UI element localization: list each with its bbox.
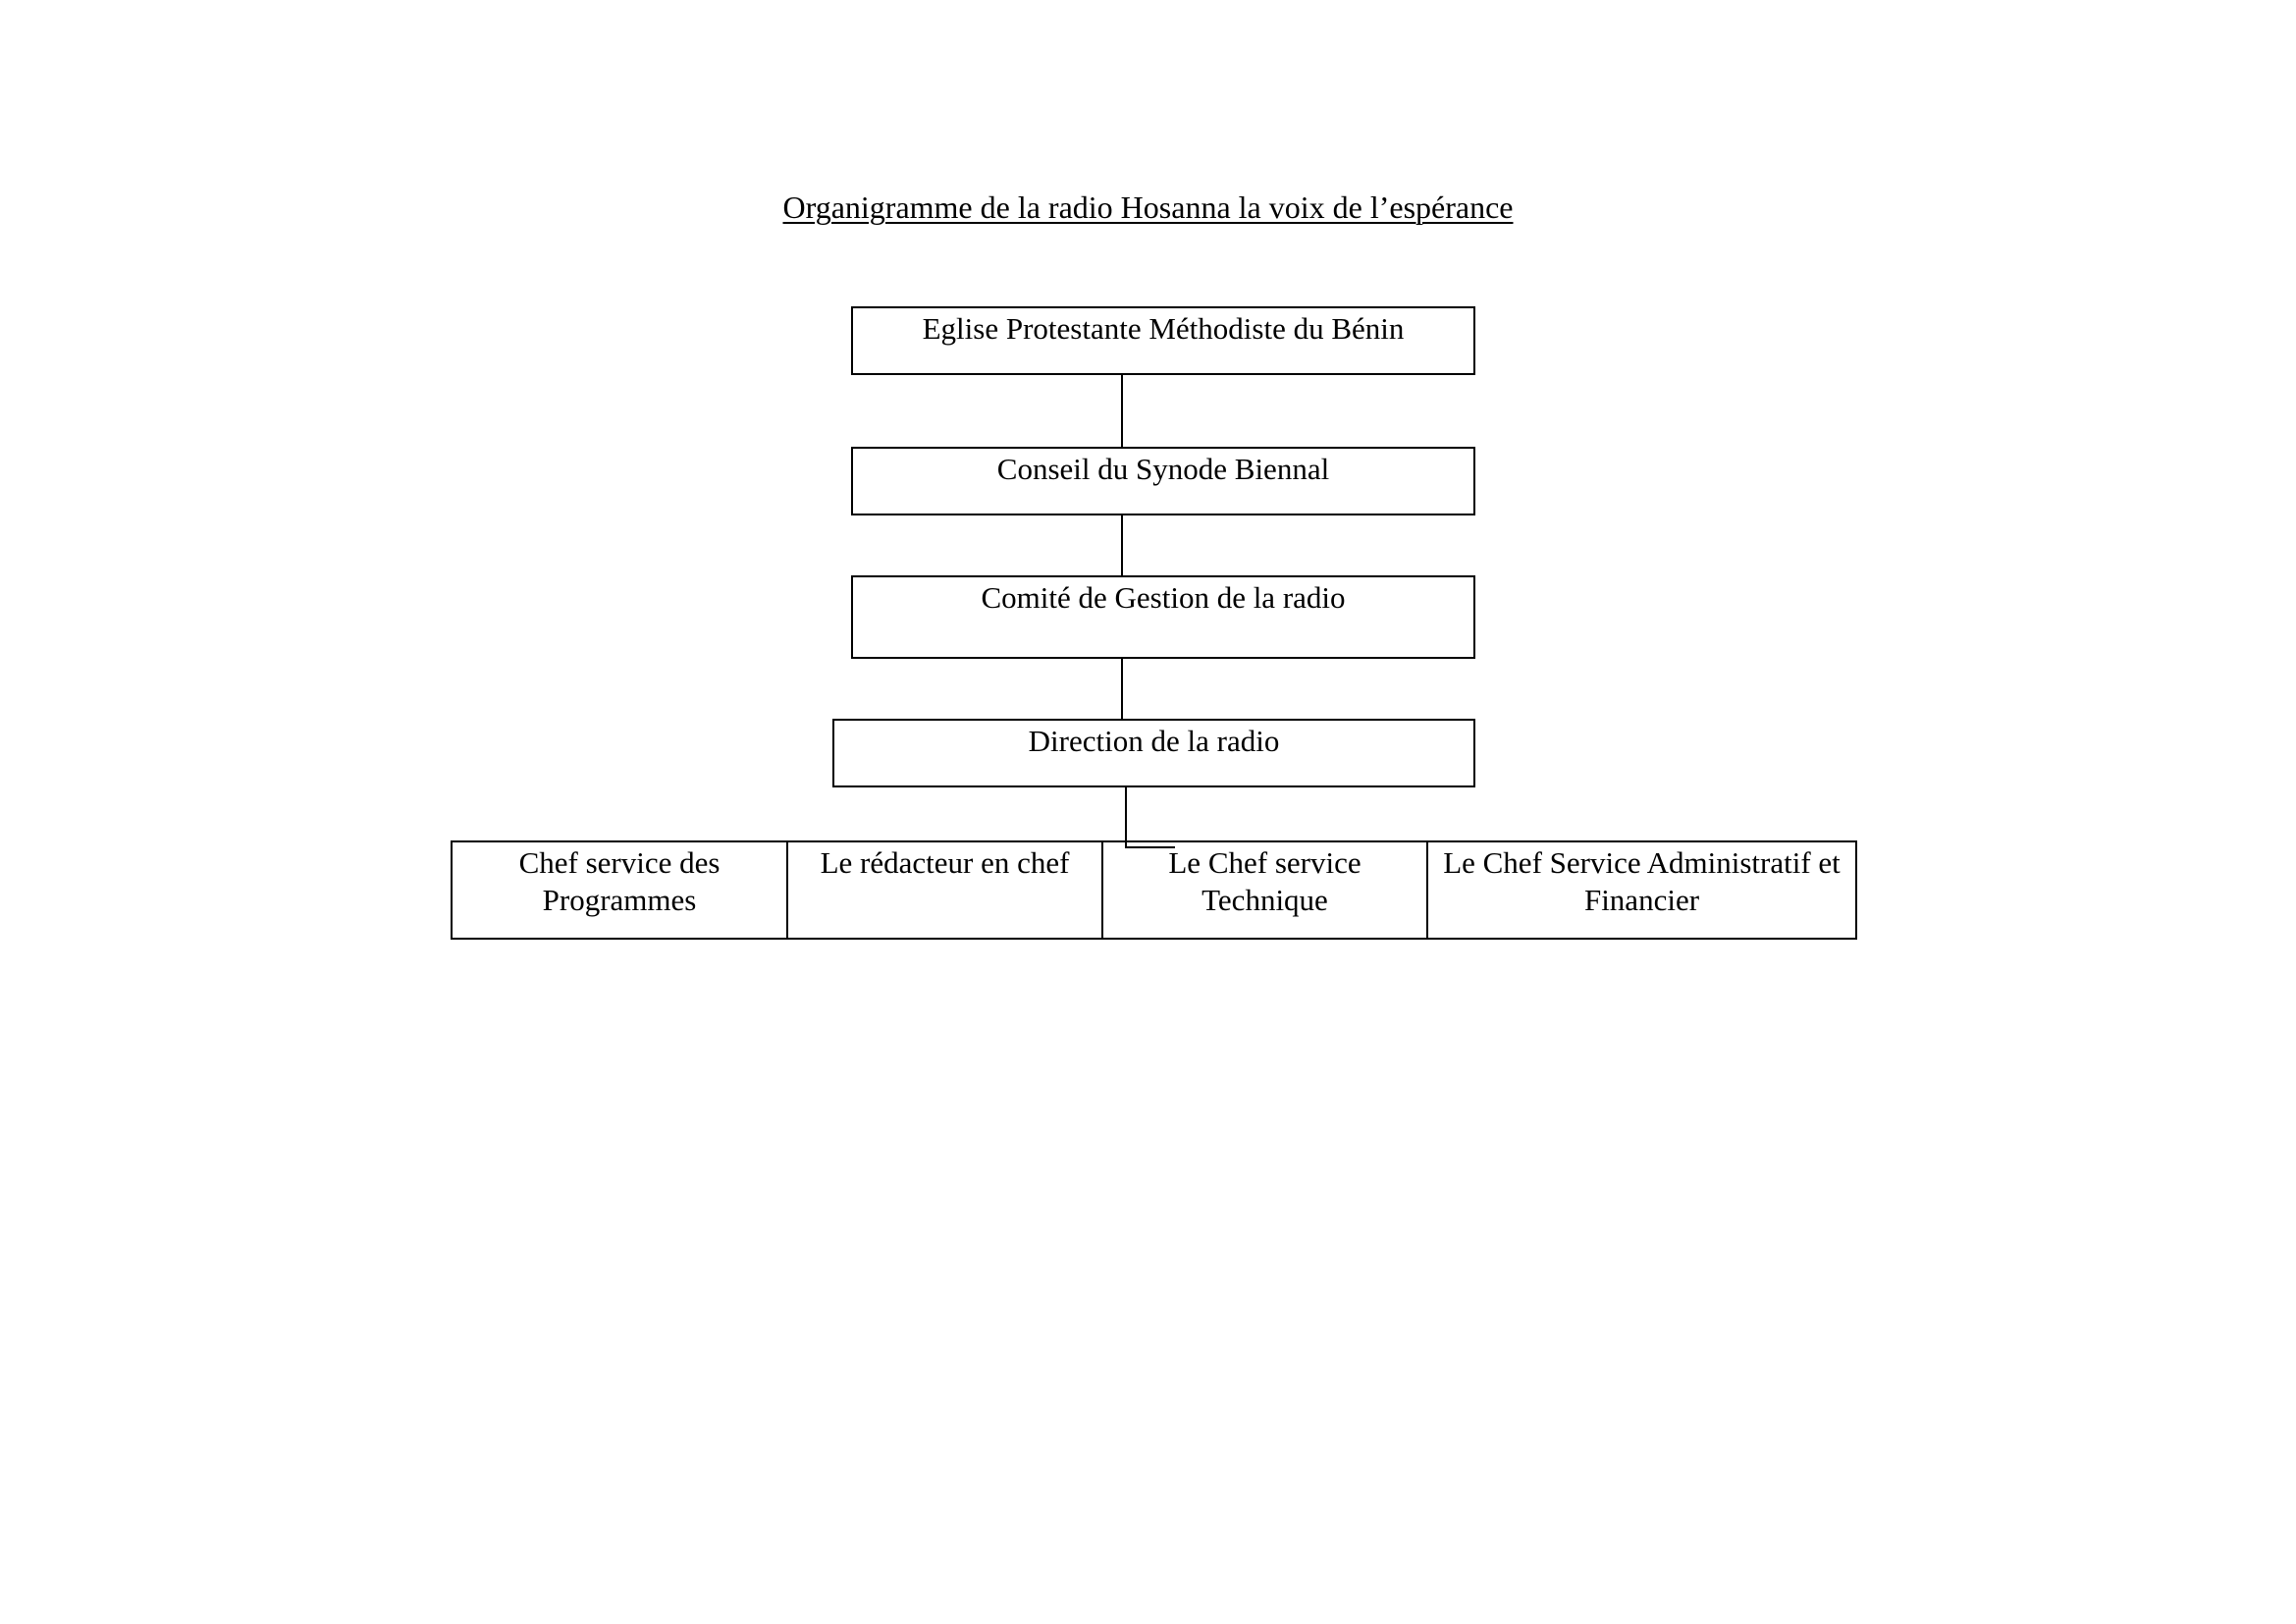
service-label-line1: Le Chef Service Administratif et: [1443, 845, 1841, 880]
services-row: Chef service des Programmes Le rédacteur…: [451, 840, 1857, 940]
service-redacteur-en-chef: Le rédacteur en chef: [786, 842, 1101, 938]
service-label-line2: Technique: [1201, 883, 1328, 917]
service-label-line2: Programmes: [542, 883, 697, 917]
service-label-line1: Le Chef service: [1168, 845, 1362, 880]
connector-services-branch: [1125, 846, 1175, 848]
node-eglise-label: Eglise Protestante Méthodiste du Bénin: [922, 311, 1405, 346]
diagram-title: Organigramme de la radio Hosanna la voix…: [782, 189, 1514, 225]
service-chef-programmes: Chef service des Programmes: [453, 842, 786, 938]
node-direction-label: Direction de la radio: [1028, 724, 1280, 758]
service-label-line1: Le rédacteur en chef: [820, 845, 1070, 880]
connector-direction-services: [1125, 787, 1127, 848]
node-conseil-synode: Conseil du Synode Biennal: [851, 447, 1475, 515]
node-conseil-label: Conseil du Synode Biennal: [996, 452, 1330, 486]
node-direction-radio: Direction de la radio: [832, 719, 1475, 787]
node-comite-gestion: Comité de Gestion de la radio: [851, 575, 1475, 659]
connector-conseil-comite: [1121, 515, 1123, 576]
service-label-line1: Chef service des: [518, 845, 721, 880]
connector-comite-direction: [1121, 659, 1123, 720]
node-comite-label: Comité de Gestion de la radio: [981, 580, 1346, 615]
service-label-line2: Financier: [1583, 883, 1700, 917]
service-chef-administratif-financier: Le Chef Service Administratif et Financi…: [1426, 842, 1855, 938]
connector-eglise-conseil: [1121, 375, 1123, 448]
node-eglise-protestante: Eglise Protestante Méthodiste du Bénin: [851, 306, 1475, 375]
service-chef-technique: Le Chef service Technique: [1101, 842, 1426, 938]
